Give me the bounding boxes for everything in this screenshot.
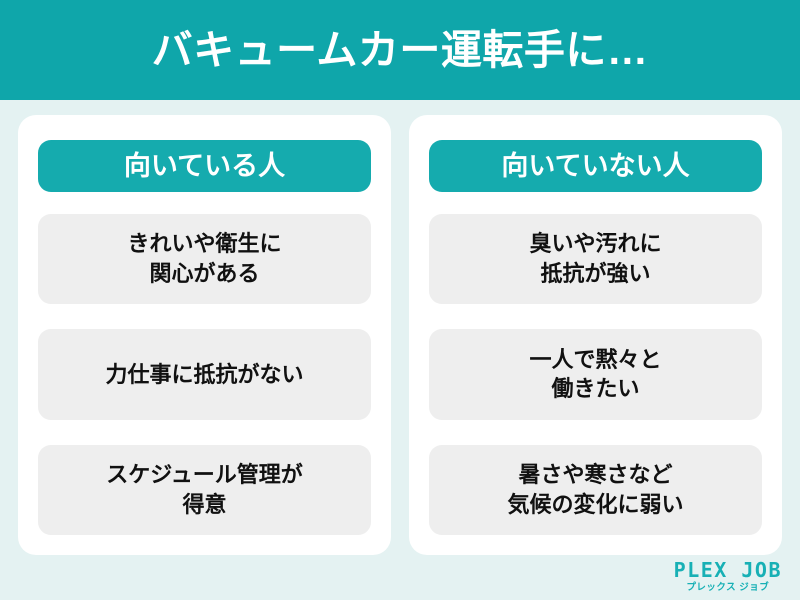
list-item: 暑さや寒さなど 気候の変化に弱い: [429, 444, 762, 535]
brand-logo: PLEX JOB プレックス ジョブ: [674, 560, 782, 593]
list-item: 一人で黙々と 働きたい: [429, 329, 762, 420]
list-item: 臭いや汚れに 抵抗が強い: [429, 214, 762, 305]
column-not-suited: 向いていない人 臭いや汚れに 抵抗が強い 一人で黙々と 働きたい 暑さや寒さなど…: [409, 115, 782, 555]
column-suited: 向いている人 きれいや衛生に 関心がある 力仕事に抵抗がない スケジュール管理が…: [18, 115, 391, 555]
brand-logo-wordmark: PLEX JOB: [673, 557, 782, 582]
header-banner: バキュームカー運転手に…: [0, 0, 800, 100]
item-list-not-suited: 臭いや汚れに 抵抗が強い 一人で黙々と 働きたい 暑さや寒さなど 気候の変化に弱…: [429, 214, 762, 535]
list-item: 力仕事に抵抗がない: [38, 329, 371, 420]
list-item-text: 暑さや寒さなど 気候の変化に弱い: [507, 462, 684, 517]
page-title: バキュームカー運転手に…: [151, 26, 649, 73]
column-heading-label: 向いている人: [123, 150, 286, 181]
list-item-text: 一人で黙々と 働きたい: [529, 346, 662, 402]
list-item-text: 臭いや汚れに 抵抗が強い: [529, 231, 662, 287]
column-heading-suited: 向いている人: [38, 140, 371, 192]
list-item: スケジュール管理が 得意: [38, 444, 371, 535]
comparison-columns: 向いている人 きれいや衛生に 関心がある 力仕事に抵抗がない スケジュール管理が…: [18, 115, 782, 555]
list-item-text: スケジュール管理が 得意: [106, 462, 303, 517]
column-heading-not-suited: 向いていない人: [429, 140, 762, 192]
column-heading-label: 向いていない人: [501, 150, 690, 181]
list-item-text: 力仕事に抵抗がない: [105, 361, 304, 387]
list-item-text: きれいや衛生に 関心がある: [127, 231, 282, 287]
list-item: きれいや衛生に 関心がある: [38, 214, 371, 305]
brand-logo-subtitle: プレックス ジョブ: [686, 581, 770, 593]
item-list-suited: きれいや衛生に 関心がある 力仕事に抵抗がない スケジュール管理が 得意: [38, 214, 371, 535]
